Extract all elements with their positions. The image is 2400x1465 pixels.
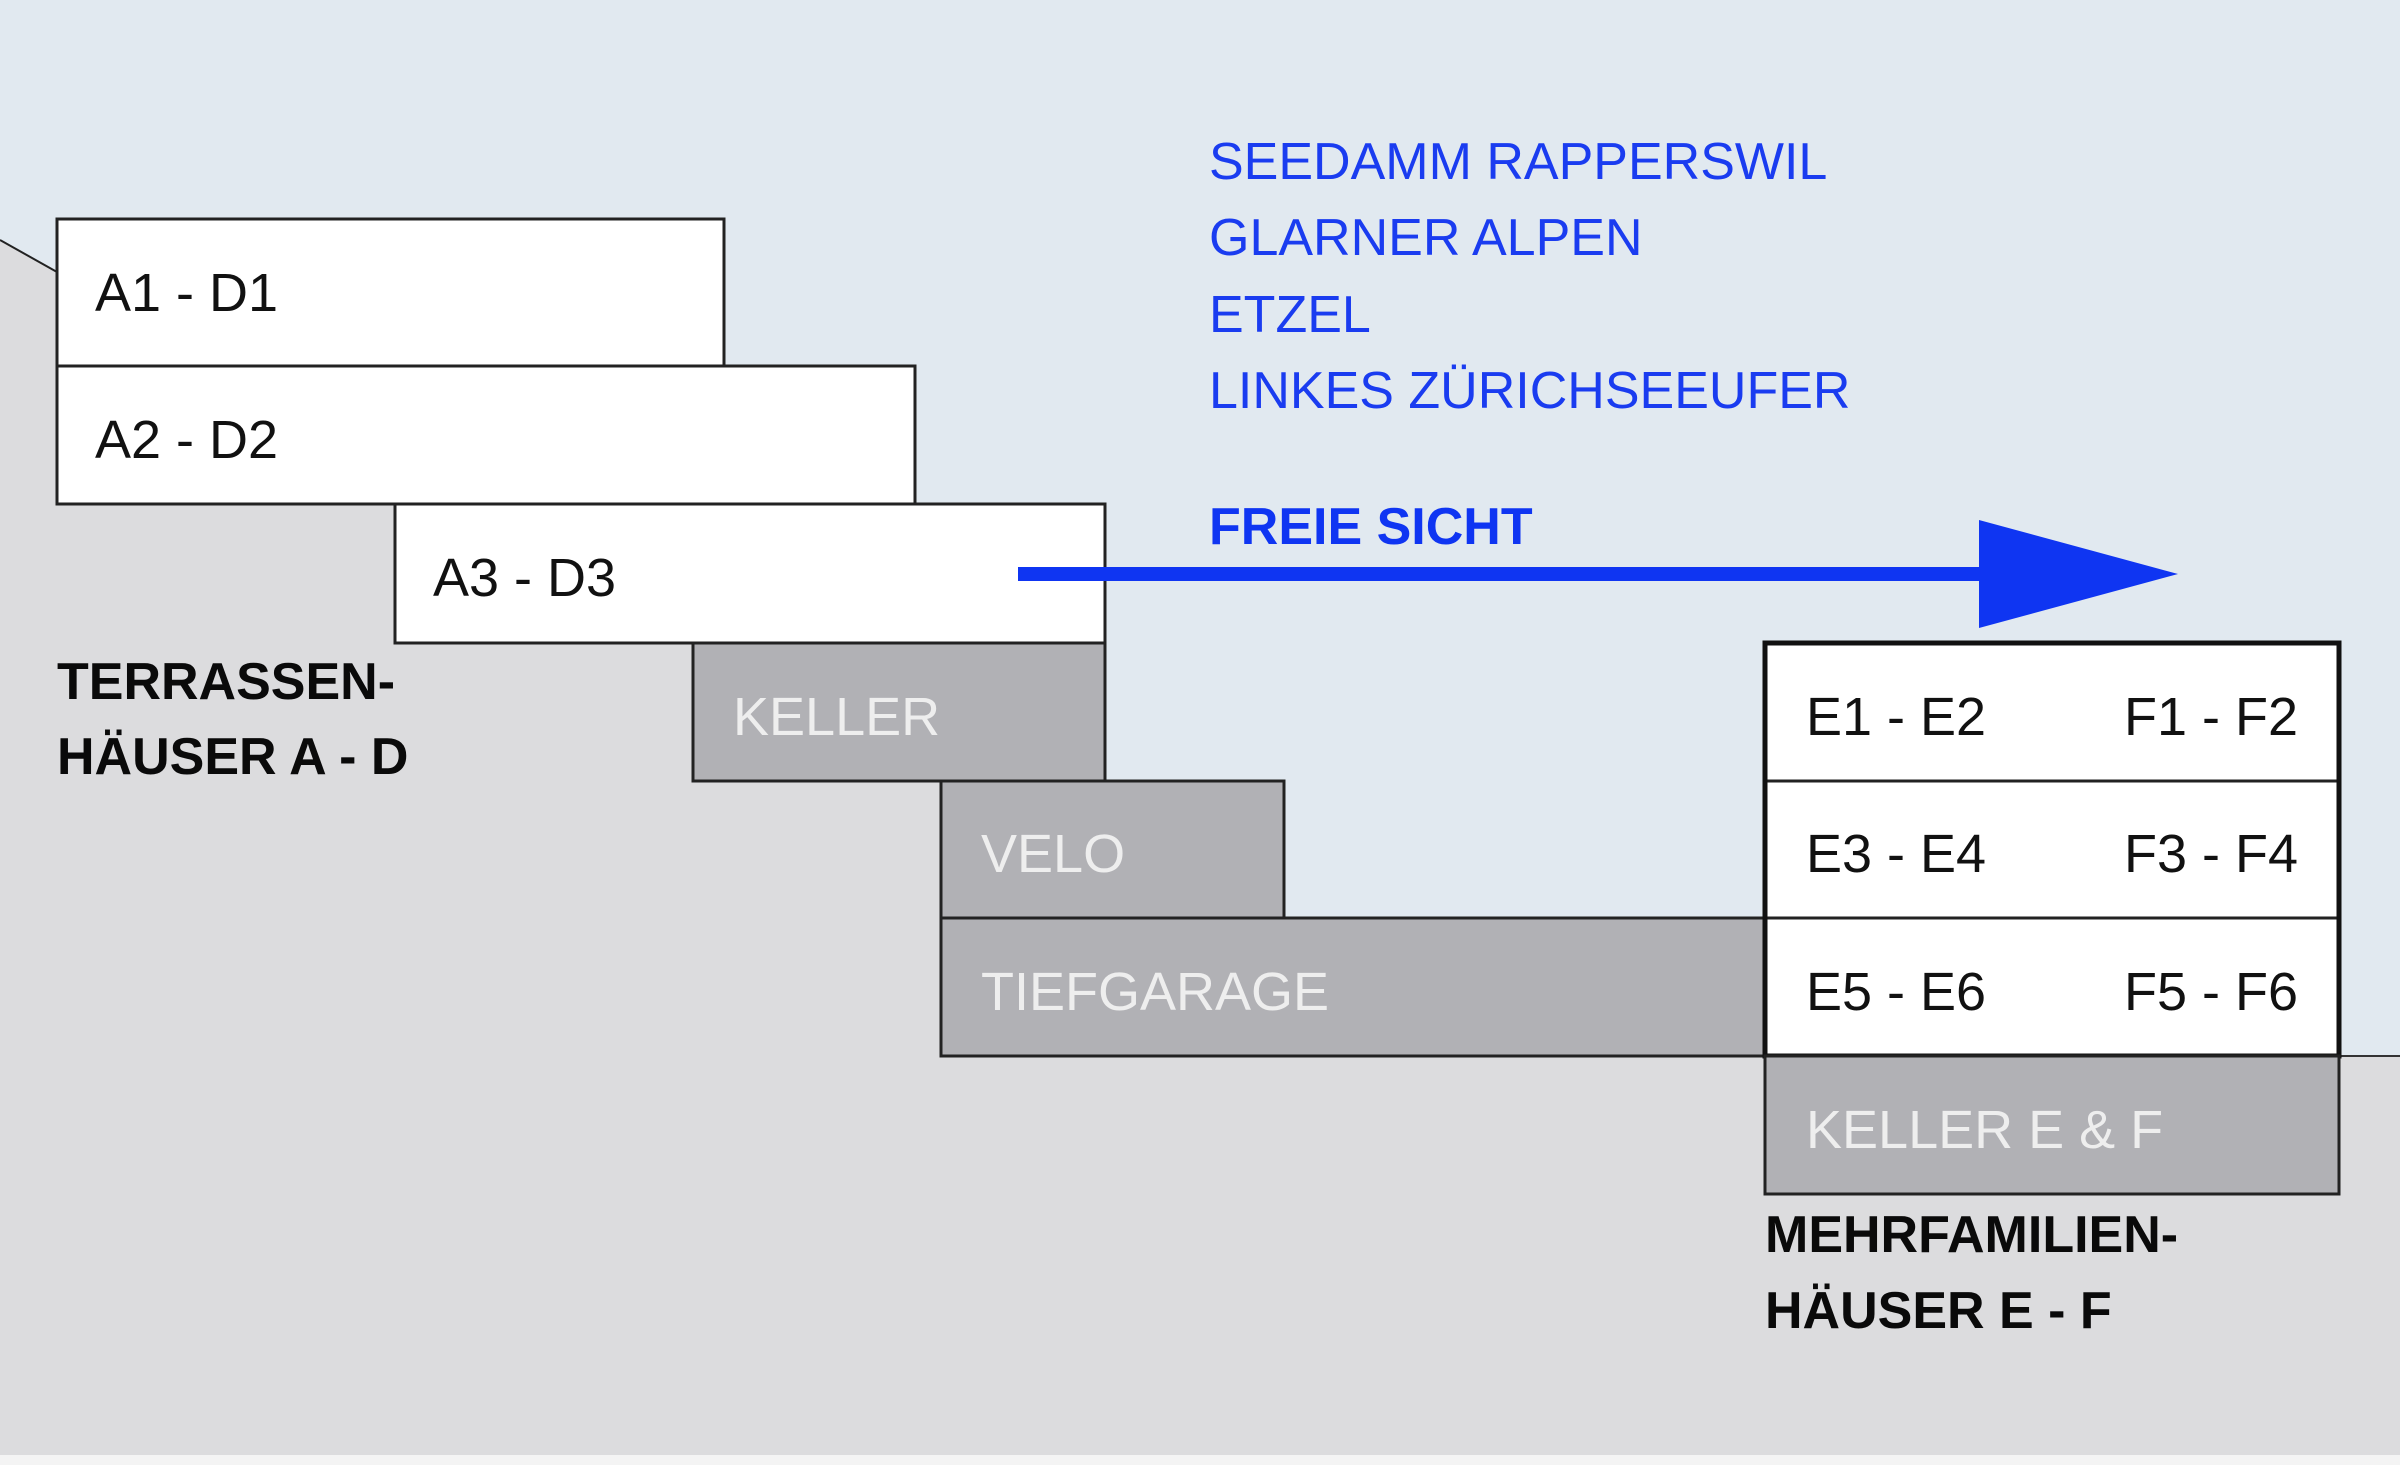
multi-title: MEHRFAMILIEN- — [1765, 1206, 2178, 1264]
unit-label: F3 - F4 — [2124, 824, 2298, 884]
bottom-strip — [0, 1455, 2400, 1465]
terrace-title: TERRASSEN- — [57, 653, 395, 711]
unit-label: A1 - D1 — [95, 263, 278, 323]
multi-title: HÄUSER E - F — [1765, 1282, 2112, 1340]
unit-label: F5 - F6 — [2124, 962, 2298, 1022]
view-item: LINKES ZÜRICHSEEUFER — [1209, 362, 1850, 420]
arrow-head-icon — [1979, 520, 2178, 628]
velo-label: VELO — [981, 824, 1125, 884]
unit-row — [1763, 916, 2341, 1058]
keller-ef-label: KELLER E & F — [1806, 1100, 2163, 1160]
keller-block — [691, 641, 1107, 783]
unit-a1-d1 — [55, 217, 726, 368]
terrace-title: HÄUSER A - D — [57, 728, 408, 786]
velo-block — [939, 779, 1286, 920]
keller-label: KELLER — [733, 687, 940, 747]
unit-label: E1 - E2 — [1806, 687, 1986, 747]
keller-ef-block — [1763, 1054, 2341, 1196]
unit-label: A3 - D3 — [433, 548, 616, 608]
free-view-label: FREIE SICHT — [1209, 498, 1533, 556]
unit-row — [1763, 779, 2341, 920]
unit-row — [1763, 641, 2341, 783]
view-item: SEEDAMM RAPPERSWIL — [1209, 133, 1827, 191]
unit-label: E5 - E6 — [1806, 962, 1986, 1022]
view-item: GLARNER ALPEN — [1209, 209, 1643, 267]
unit-label: A2 - D2 — [95, 410, 278, 470]
slope-line — [0, 239, 58, 273]
view-item: ETZEL — [1209, 286, 1371, 344]
unit-label: E3 - E4 — [1806, 824, 1986, 884]
view-list: SEEDAMM RAPPERSWIL GLARNER ALPEN ETZEL L… — [1209, 133, 1850, 420]
multi-family-houses: E1 - E2 F1 - F2 E3 - E4 F3 - F4 E5 - E6 … — [1762, 640, 2342, 1340]
terrace-houses: A1 - D1 A2 - D2 A3 - D3 KELLER VELO TIEF… — [55, 217, 1767, 1058]
tiefgarage-label: TIEFGARAGE — [981, 962, 1329, 1022]
unit-a2-d2 — [55, 364, 917, 506]
unit-label: F1 - F2 — [2124, 687, 2298, 747]
